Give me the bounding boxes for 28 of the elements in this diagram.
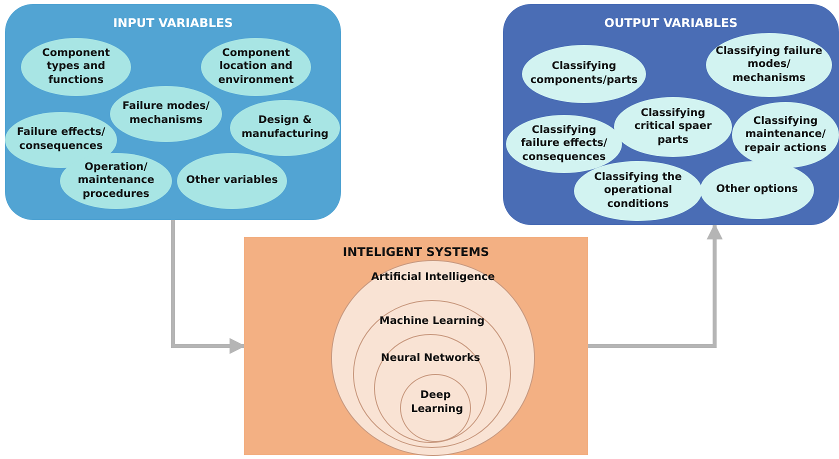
ellipse-label: Other variables — [186, 174, 278, 188]
ellipse-label: Failure modes/ mechanisms — [121, 100, 211, 128]
circle-label: Machine Learning — [378, 315, 486, 329]
variables-panel — [503, 4, 839, 225]
ellipse-label: Classifying the operational conditions — [593, 170, 683, 212]
panel-title: INTELIGENT SYSTEMS — [342, 245, 490, 259]
ellipse-label: Component types and functions — [41, 46, 111, 88]
arrow — [171, 220, 246, 354]
circle-label: Deep Learning — [411, 389, 460, 416]
ellipse-label: Operation/ maintenance procedures — [76, 160, 156, 202]
ellipse-label: Classifying components/parts — [530, 60, 638, 88]
variables-panel — [5, 4, 341, 220]
panel-title: OUTPUT VARIABLES — [603, 16, 739, 30]
circle-label: Neural Networks — [380, 352, 482, 366]
ellipse-label: Failure effects/ consequences — [16, 126, 106, 154]
variable-ellipse — [614, 97, 732, 157]
ellipse-label: Classifying failure effects/ consequences — [520, 124, 608, 164]
system-panel — [244, 237, 588, 455]
ellipse-label: Component location and environment — [217, 46, 295, 88]
circle-label: Artificial Intelligence — [370, 271, 496, 285]
panel-title: INPUT VARIABLES — [112, 16, 234, 30]
nested-circle — [400, 374, 471, 442]
ellipse-label: Classifying critical spaer parts — [633, 106, 713, 148]
arrow — [588, 223, 723, 348]
ellipse-label: Design & manufacturing — [240, 114, 330, 142]
ellipse-label: Classifying maintenance/ repair actions — [743, 114, 828, 156]
ellipse-label: Other options — [716, 183, 798, 197]
ellipse-label: Classifying failure modes/ mechanisms — [714, 44, 824, 86]
